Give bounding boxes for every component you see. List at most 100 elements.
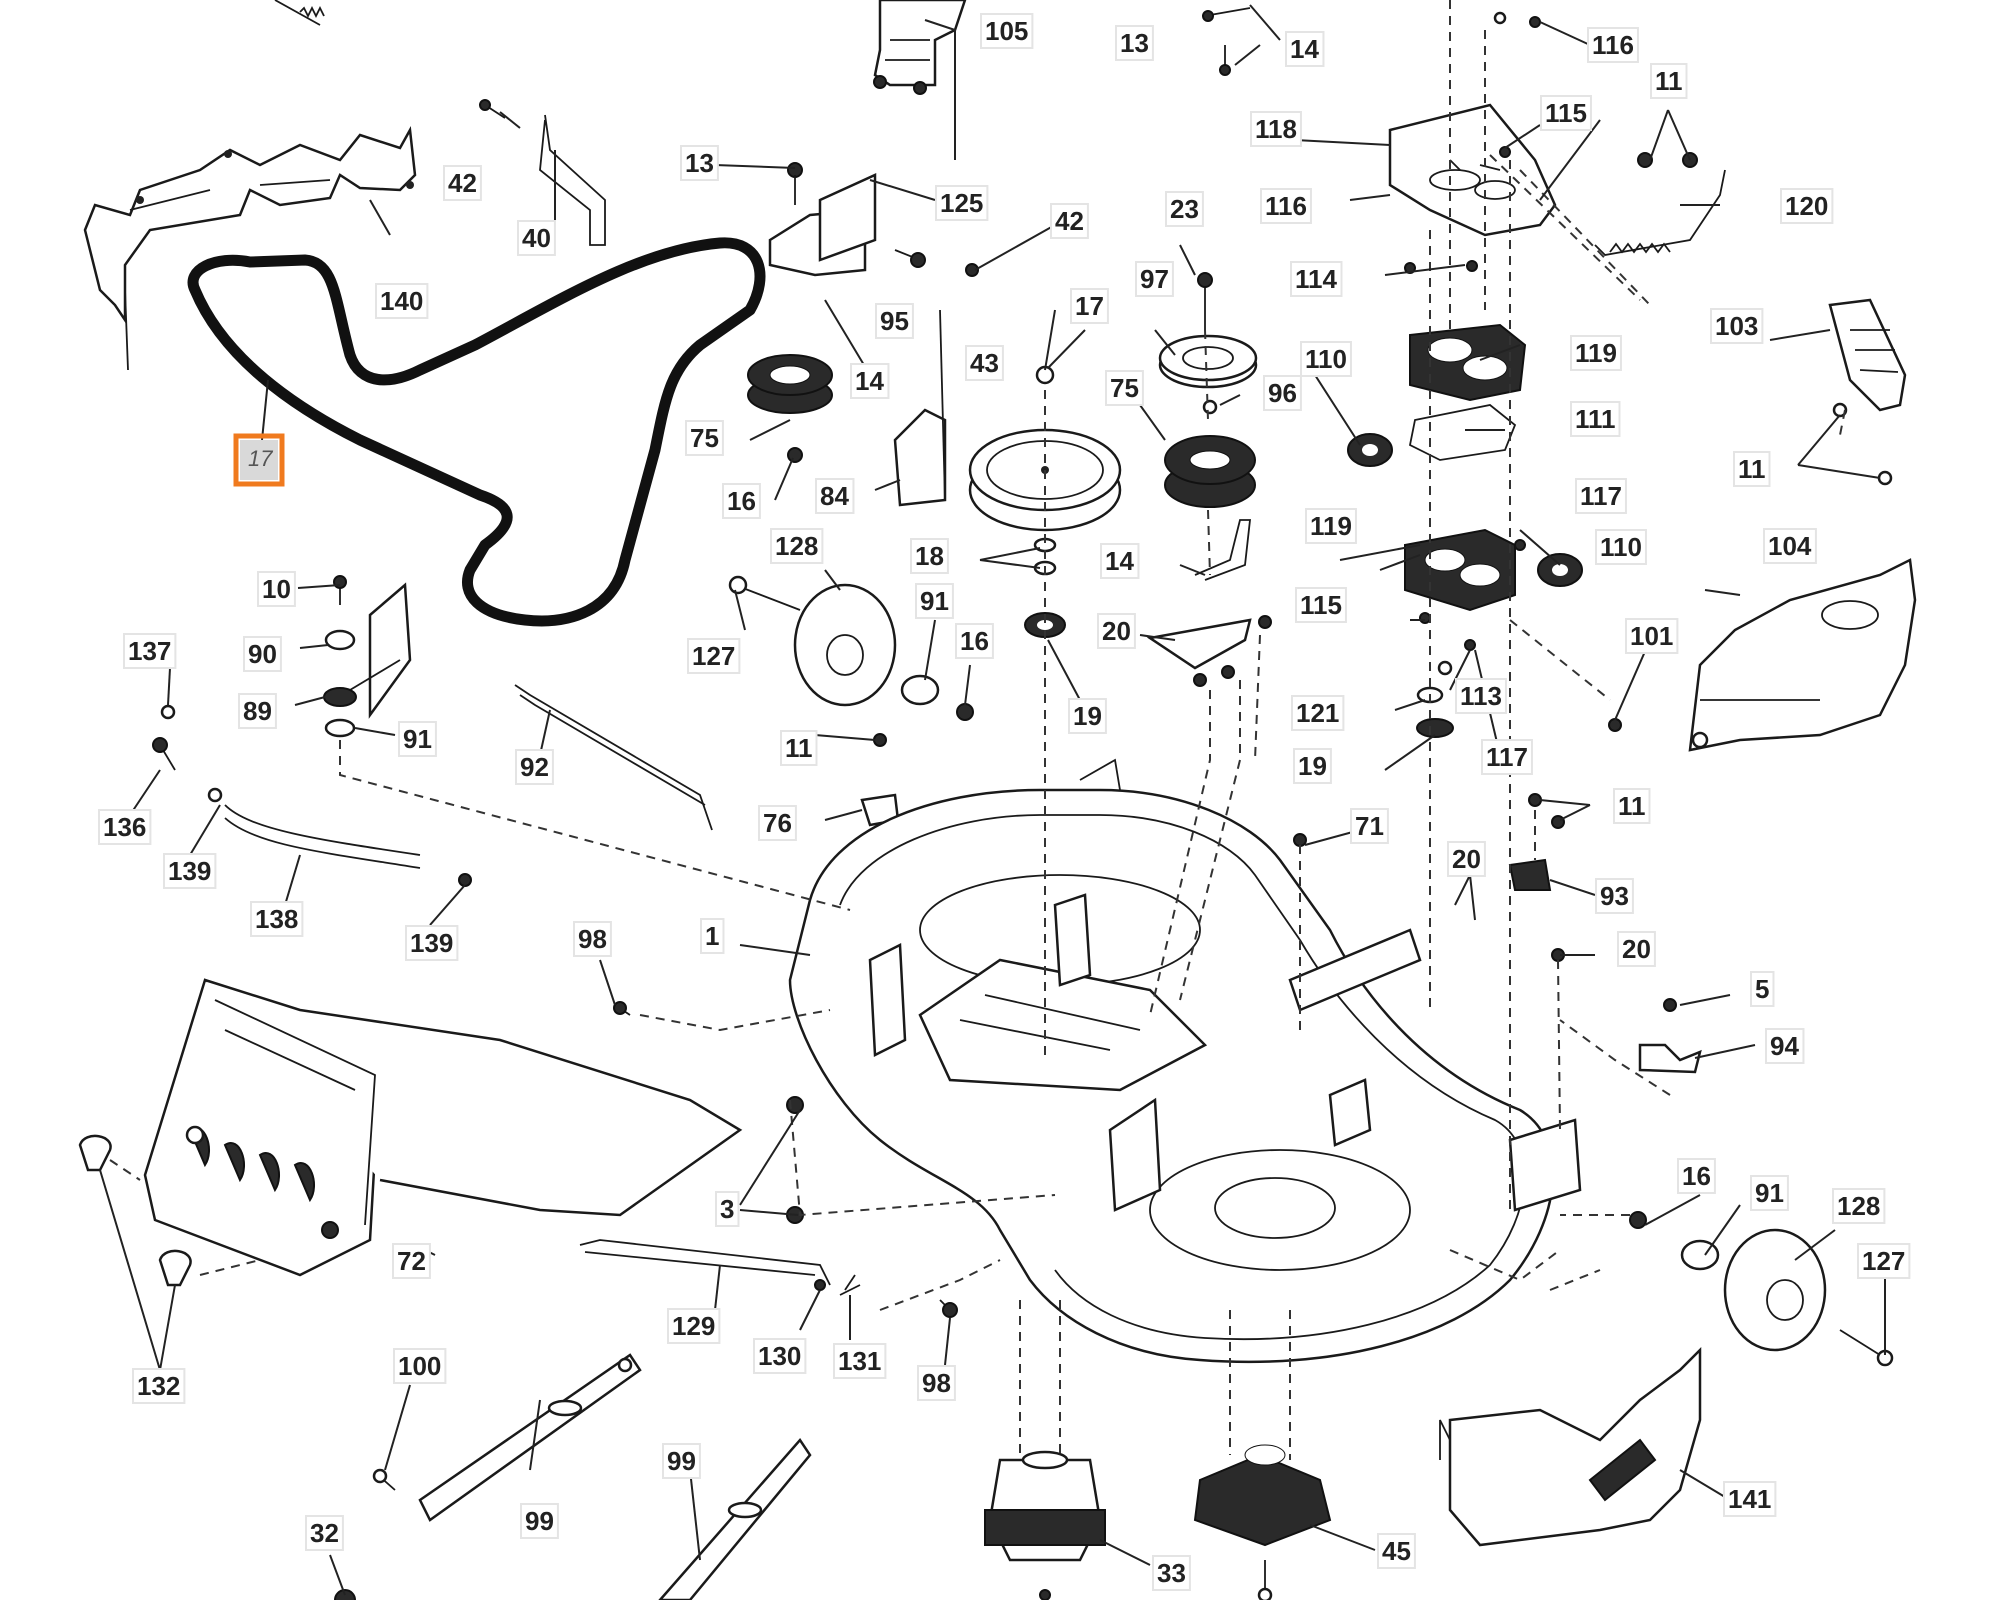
part-label-16[interactable]: 16 <box>1682 1161 1711 1191</box>
part-label-box <box>1625 618 1679 654</box>
part-label-111[interactable]: 111 <box>1575 404 1616 434</box>
part-label-137[interactable]: 137 <box>128 636 171 666</box>
part-label-100[interactable]: 100 <box>398 1351 441 1381</box>
part-label-117[interactable]: 117 <box>1580 481 1622 511</box>
part-label-118[interactable]: 118 <box>1255 114 1297 144</box>
part-label-110[interactable]: 110 <box>1305 344 1347 374</box>
part-label-5[interactable]: 5 <box>1755 974 1769 1004</box>
part-label-97[interactable]: 97 <box>1140 264 1169 294</box>
part-label-32[interactable]: 32 <box>310 1518 339 1548</box>
part-label-105[interactable]: 105 <box>985 16 1028 46</box>
part-label-127[interactable]: 127 <box>692 641 735 671</box>
part-label-92[interactable]: 92 <box>520 752 549 782</box>
part-label-128[interactable]: 128 <box>775 531 818 561</box>
part-label-20[interactable]: 20 <box>1102 616 1131 646</box>
part-label-72[interactable]: 72 <box>397 1246 426 1276</box>
part-label-20[interactable]: 20 <box>1452 844 1481 874</box>
part-label-71[interactable]: 71 <box>1355 811 1384 841</box>
part-label-96[interactable]: 96 <box>1268 378 1297 408</box>
part-label-121[interactable]: 121 <box>1296 698 1339 728</box>
part-label-90[interactable]: 90 <box>248 639 277 669</box>
part-label-98[interactable]: 98 <box>922 1368 951 1398</box>
part-label-box <box>1832 1188 1886 1224</box>
part-label-104[interactable]: 104 <box>1768 531 1812 561</box>
part-label-13[interactable]: 13 <box>685 148 714 178</box>
pulley-97-part <box>1158 272 1258 389</box>
part-label-13[interactable]: 13 <box>1120 28 1149 58</box>
part-label-42[interactable]: 42 <box>448 168 477 198</box>
part-label-91[interactable]: 91 <box>1755 1178 1784 1208</box>
part-label-23[interactable]: 23 <box>1170 194 1199 224</box>
part-label-16[interactable]: 16 <box>727 486 756 516</box>
part-label-20[interactable]: 20 <box>1622 934 1651 964</box>
part-label-103[interactable]: 103 <box>1715 311 1758 341</box>
part-label-115[interactable]: 115 <box>1545 98 1587 128</box>
part-label-45[interactable]: 45 <box>1382 1536 1411 1566</box>
part-label-11[interactable]: 11 <box>1655 66 1683 96</box>
part-label-box <box>163 853 217 889</box>
part-label-91[interactable]: 91 <box>403 724 432 754</box>
part-label-139[interactable]: 139 <box>410 928 453 958</box>
part-label-128[interactable]: 128 <box>1837 1191 1880 1221</box>
part-label-17[interactable]: 17 <box>1075 291 1104 321</box>
part-label-box <box>1765 1028 1805 1064</box>
part-label-138[interactable]: 138 <box>255 904 298 934</box>
part-label-19[interactable]: 19 <box>1073 701 1102 731</box>
part-label-115[interactable]: 115 <box>1300 590 1342 620</box>
part-label-119[interactable]: 119 <box>1575 338 1617 368</box>
part-label-11[interactable]: 11 <box>1738 454 1766 484</box>
part-label-94[interactable]: 94 <box>1770 1031 1799 1061</box>
part-label-140[interactable]: 140 <box>380 286 423 316</box>
part-label-box <box>875 303 914 339</box>
part-label-117[interactable]: 117 <box>1486 742 1528 772</box>
part-label-120[interactable]: 120 <box>1785 191 1828 221</box>
part-label-19[interactable]: 19 <box>1298 751 1327 781</box>
part-label-box <box>398 721 437 757</box>
part-label-75[interactable]: 75 <box>690 423 719 453</box>
part-label-127[interactable]: 127 <box>1862 1246 1905 1276</box>
part-label-91[interactable]: 91 <box>920 586 949 616</box>
part-label-131[interactable]: 131 <box>838 1346 881 1376</box>
part-label-93[interactable]: 93 <box>1600 881 1629 911</box>
part-label-113[interactable]: 113 <box>1460 681 1502 711</box>
part-label-11[interactable]: 11 <box>1618 791 1646 821</box>
part-label-1[interactable]: 1 <box>705 921 719 951</box>
part-label-132[interactable]: 132 <box>137 1371 180 1401</box>
part-label-116[interactable]: 116 <box>1265 191 1307 221</box>
part-label-101[interactable]: 101 <box>1630 621 1673 651</box>
part-label-98[interactable]: 98 <box>578 924 607 954</box>
part-label-116[interactable]: 116 <box>1592 30 1634 60</box>
part-label-18[interactable]: 18 <box>915 541 944 571</box>
part-label-129[interactable]: 129 <box>672 1311 715 1341</box>
gearbox-plate-119-top-part <box>1409 323 1527 402</box>
part-label-119[interactable]: 119 <box>1310 511 1352 541</box>
part-label-40[interactable]: 40 <box>522 223 551 253</box>
part-label-box <box>1570 401 1621 437</box>
part-label-14[interactable]: 14 <box>1105 546 1134 576</box>
part-label-114[interactable]: 114 <box>1295 264 1337 294</box>
part-label-14[interactable]: 14 <box>1290 34 1319 64</box>
part-label-43[interactable]: 43 <box>970 348 999 378</box>
part-label-10[interactable]: 10 <box>262 574 291 604</box>
part-label-125[interactable]: 125 <box>940 188 983 218</box>
part-label-99[interactable]: 99 <box>667 1446 696 1476</box>
part-label-box <box>1650 63 1688 99</box>
part-label-76[interactable]: 76 <box>763 808 792 838</box>
part-label-84[interactable]: 84 <box>820 481 849 511</box>
part-label-16[interactable]: 16 <box>960 626 989 656</box>
part-label-110[interactable]: 110 <box>1600 532 1642 562</box>
part-label-3[interactable]: 3 <box>720 1194 734 1224</box>
part-label-95[interactable]: 95 <box>880 306 909 336</box>
part-label-136[interactable]: 136 <box>103 812 146 842</box>
part-label-130[interactable]: 130 <box>758 1341 801 1371</box>
part-label-139[interactable]: 139 <box>168 856 211 886</box>
part-label-99[interactable]: 99 <box>525 1506 554 1536</box>
part-label-89[interactable]: 89 <box>243 696 272 726</box>
part-label-33[interactable]: 33 <box>1157 1558 1186 1588</box>
part-label-42[interactable]: 42 <box>1055 206 1084 236</box>
part-label-14[interactable]: 14 <box>855 366 884 396</box>
part-label-75[interactable]: 75 <box>1110 373 1139 403</box>
part-label-11[interactable]: 11 <box>785 733 813 763</box>
part-label-141[interactable]: 141 <box>1728 1484 1771 1514</box>
highlighted-part-17[interactable]: 17 <box>233 433 285 487</box>
